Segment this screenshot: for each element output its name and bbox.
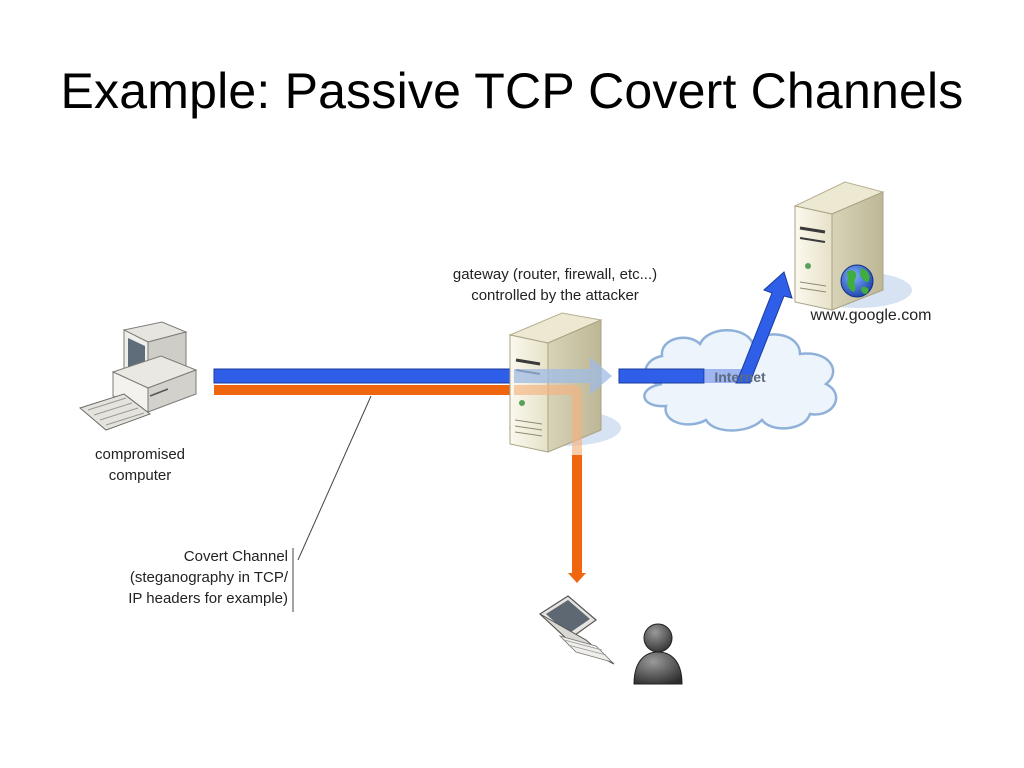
- covert-traffic-bar: [214, 385, 514, 395]
- compromised-label-line2: computer: [108, 467, 172, 484]
- internet-traffic-translucent: [704, 369, 742, 383]
- gateway-covert-turn: [514, 385, 582, 455]
- normal-traffic-bar: [213, 368, 515, 384]
- covert-label-line1: Covert Channel: [183, 548, 288, 565]
- server-icon: [508, 312, 621, 453]
- google-traffic-arrow: [735, 271, 793, 384]
- covert-channel-label: Covert Channel (steganography in TCP/ IP…: [80, 546, 288, 609]
- covert-to-attacker-bar: [572, 455, 582, 573]
- globe-icon: [840, 264, 874, 298]
- covert-callout-line: [297, 395, 372, 561]
- gateway-label-line1: gateway (router, firewall, etc...): [452, 266, 658, 283]
- laptop-icon: [539, 595, 615, 665]
- covert-arrow-head: [568, 573, 586, 583]
- internet-label: Internet: [714, 369, 766, 385]
- google-label: www.google.com: [810, 307, 932, 324]
- compromised-computer-label: compromised computer: [70, 444, 210, 486]
- gateway-label-line2: controlled by the attacker: [471, 287, 639, 304]
- internet-traffic-bar: [618, 368, 705, 384]
- person-icon: [633, 623, 683, 685]
- slide-title: Example: Passive TCP Covert Channels: [60, 63, 964, 119]
- covert-label-line3: IP headers for example): [128, 590, 288, 607]
- gateway-label: gateway (router, firewall, etc...) contr…: [420, 264, 690, 306]
- compromised-label-line1: compromised: [94, 446, 186, 463]
- gateway-passthrough-arrow: [514, 357, 612, 395]
- desktop-computer-icon: [78, 321, 198, 431]
- covert-label-line2: (steganography in TCP/: [129, 569, 288, 586]
